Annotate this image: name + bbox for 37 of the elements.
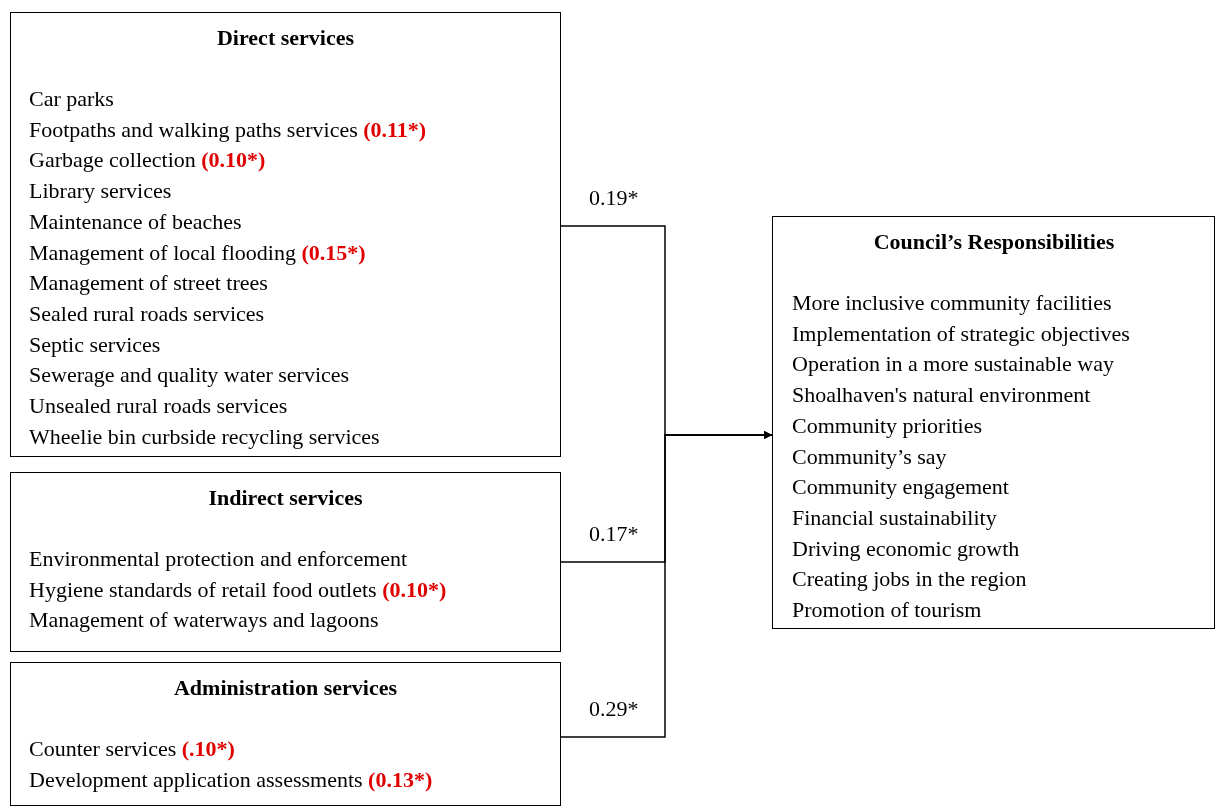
list-item: Community’s say [792,442,947,471]
service-box [10,662,561,806]
list-item: Creating jobs in the region [792,565,1027,594]
list-item: Wheelie bin curbside recycling services [29,422,380,451]
list-item: Management of local flooding (0.15*) [29,238,366,267]
list-item: Promotion of tourism [792,596,982,625]
list-item: Footpaths and walking paths services (0.11*) [29,115,427,144]
list-item: Septic services [29,330,161,359]
list-item: Implementation of strategic objectives [792,319,1130,348]
list-item: Garbage collection (0.10*) [29,146,266,175]
list-item: Community engagement [792,473,1009,502]
service-box [10,472,561,652]
list-item: Unsealed rural roads services [29,392,288,421]
list-item: Sewerage and quality water services [29,361,350,390]
list-item: Sealed rural roads services [29,299,265,328]
outcome-box [772,216,1215,629]
service-box [10,12,561,457]
list-item: Financial sustainability [792,503,997,532]
list-item: Shoalhaven's natural environment [792,381,1091,410]
box-heading: Council’s Responsibilities [872,228,1116,256]
list-item: Hygiene standards of retail food outlets (0.10*) [29,575,447,604]
list-item: Management of street trees [29,269,268,298]
connector-arrow [560,431,773,738]
list-item: Car parks [29,85,114,113]
list-item: Maintenance of beaches [29,207,242,236]
list-item: More inclusive community facilities [792,289,1112,317]
box-heading: Administration services [173,674,398,702]
list-item: Environmental protection and enforcement [29,545,408,573]
list-item: Operation in a more sustainable way [792,350,1114,379]
list-item: Community priorities [792,411,983,440]
box-heading: Direct services [216,24,355,52]
list-item: Management of waterways and lagoons [29,606,379,635]
box-heading: Indirect services [207,484,364,512]
list-item: Development application assessments (0.13*) [29,765,433,794]
list-item: Library services [29,177,172,206]
list-item: Counter services (.10*) [29,735,235,763]
list-item: Driving economic growth [792,534,1020,563]
